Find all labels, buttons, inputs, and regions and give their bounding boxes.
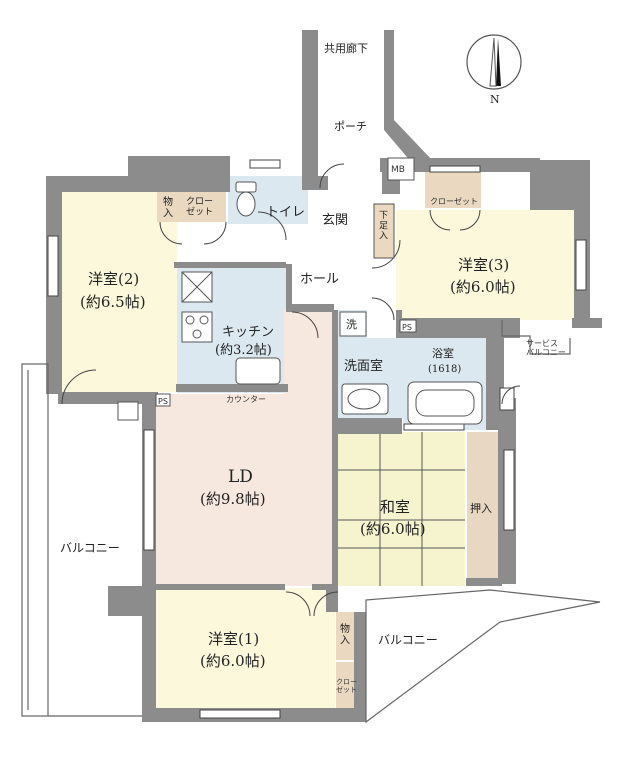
label-bedroom1: 洋室(1) (208, 630, 259, 648)
label-corridor: 共用廊下 (324, 41, 368, 55)
bathtub-icon (407, 381, 483, 425)
label-hall: ホール (300, 272, 339, 287)
label-ps2: PS (158, 397, 168, 406)
label-balcony-left: バルコニー (60, 541, 120, 555)
room-ld (155, 394, 335, 586)
label-storage-b: 物 入 (340, 622, 353, 647)
label-ld-size: (約9.8帖) (200, 490, 266, 508)
closet-c (336, 662, 354, 712)
room-japanese (337, 432, 465, 586)
label-balcony-right: バルコニー (378, 633, 438, 647)
label-service-balcony: サービス バルコニー (526, 339, 566, 357)
label-mb: MB (391, 165, 405, 175)
label-entrance: 玄関 (322, 213, 348, 228)
label-shoe-box: 下 足入 (379, 211, 391, 242)
room-bedroom3 (396, 210, 574, 320)
label-compass-n: N (490, 93, 500, 106)
storage-b (336, 612, 354, 660)
stove-icon (181, 271, 213, 343)
toilet-icon (235, 181, 257, 217)
label-kitchen-size: (約3.2帖) (215, 343, 272, 358)
label-porch: ポーチ (334, 120, 367, 133)
label-bedroom3-size: (約6.0帖) (450, 278, 516, 296)
label-bath-size: (1618) (428, 364, 461, 375)
label-washer: 洗 (346, 318, 357, 331)
storage-a (157, 192, 182, 222)
label-japanese: 和室 (380, 498, 410, 516)
label-bedroom2: 洋室(2) (88, 270, 139, 288)
balcony-right (365, 589, 601, 724)
compass-icon (466, 34, 522, 90)
label-bedroom3: 洋室(3) (458, 256, 509, 274)
door-swing-icon (61, 369, 97, 405)
room-bedroom1 (155, 588, 335, 710)
room-bedroom2 (62, 192, 177, 392)
label-bedroom2-size: (約6.5帖) (80, 293, 146, 311)
washer-box (339, 311, 367, 337)
label-bedroom1-size: (約6.0帖) (200, 652, 266, 670)
label-toilet: トイレ (266, 205, 305, 220)
label-storage-a: 物 入 (163, 195, 176, 220)
label-kitchen: キッチン (222, 325, 274, 340)
sink-icon (235, 357, 281, 385)
label-closet-b: クローゼット (430, 196, 478, 206)
label-closet-a: クロー ゼット (186, 196, 216, 217)
washbasin-icon (341, 383, 389, 415)
label-ld: LD (228, 467, 253, 487)
balcony-rail-left (21, 363, 49, 717)
label-washroom: 洗面室 (344, 358, 383, 374)
closet-a (182, 192, 226, 222)
label-bath: 浴室 (432, 346, 454, 360)
label-counter: カウンター (226, 395, 266, 404)
closet-b (425, 172, 481, 208)
label-japanese-size: (約6.0帖) (360, 520, 426, 538)
label-closet-c: クロー ゼット (336, 678, 359, 694)
label-ps1: PS (402, 323, 412, 332)
oshiire (467, 432, 501, 578)
label-oshiire: 押入 (470, 501, 492, 515)
